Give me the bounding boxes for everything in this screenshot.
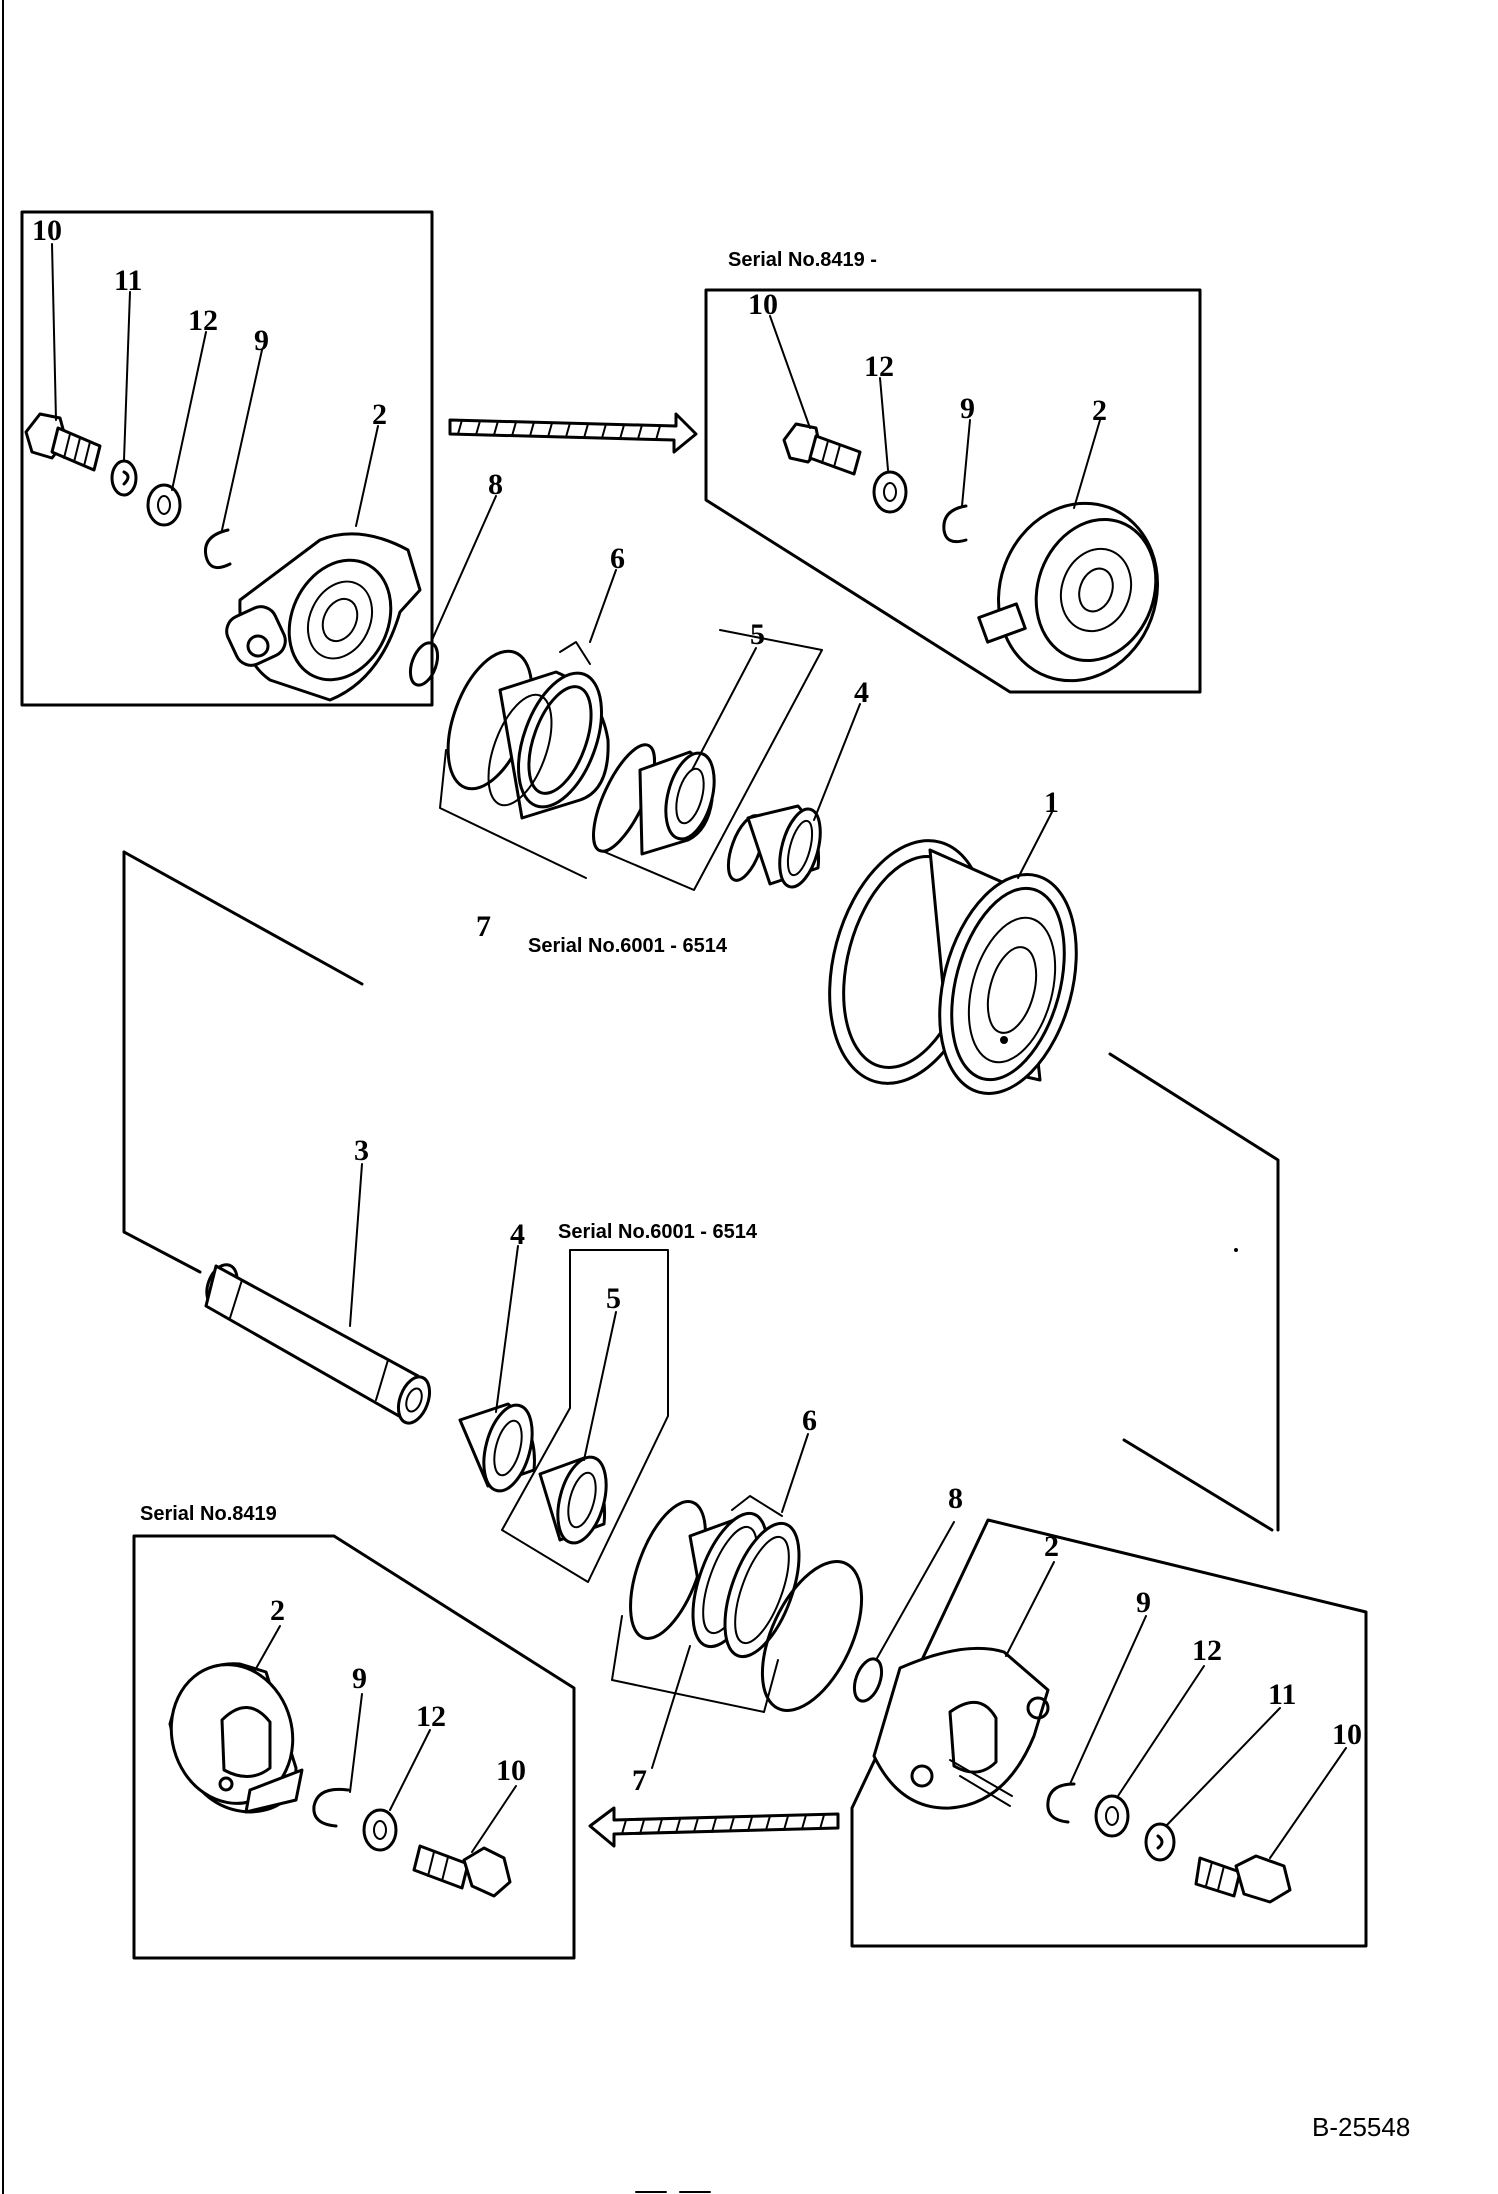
callout-tr-10: 10 [748,288,778,321]
top-left-inset-box [20,210,434,707]
guide-line [1122,1438,1274,1532]
flanged-bushing-icon [726,804,822,889]
snap-ring-icon [312,1787,350,1828]
callout-bl-2: 2 [270,1594,285,1627]
leader-lines [51,243,1347,1859]
guide-line [122,850,202,1274]
snap-ring-icon [203,528,232,570]
hatched-arrow-right-icon [448,412,698,454]
callout-bracket [731,1495,783,1517]
callout-br-9: 9 [1136,1586,1151,1619]
serial-label-middle: Serial No.6001 - 6514 [528,935,728,957]
figure-code: B-25548 [1312,2112,1410,2142]
washer-icon [362,1808,398,1852]
callout-lower-7: 7 [632,1764,647,1797]
callout-tr-2: 2 [1092,394,1107,427]
callout-tl-2: 2 [372,398,387,431]
callout-upper-5: 5 [750,618,765,651]
washer-icon [1094,1794,1130,1838]
callout-br-2: 2 [1044,1530,1059,1563]
callout-bl-10: 10 [496,1754,526,1787]
bottom-left-inset-box [132,1534,576,1960]
hatched-arrow-left-icon [588,1806,840,1848]
serial-label-bottom-left: Serial No.8419 [140,1503,277,1525]
bolt-icon [24,412,102,472]
collar-icon [977,501,1159,683]
callout-lower-5: 5 [606,1282,621,1315]
bolt-icon [1194,1854,1292,1904]
guide-line [1108,1052,1280,1532]
callout-tl-11: 11 [114,264,142,297]
callout-tl-9: 9 [254,324,269,357]
bolt-icon [782,422,862,476]
callout-br-11: 11 [1268,1678,1296,1711]
callout-br-12: 12 [1192,1634,1222,1667]
snap-ring-icon [942,504,968,544]
callout-upper-4: 4 [854,676,869,709]
washer-icon [872,470,908,514]
speck [1234,1248,1238,1252]
callout-lower-3: 3 [354,1134,369,1167]
callout-bl-9: 9 [352,1662,367,1695]
flanged-bushing-icon [458,1402,536,1493]
callout-lower-6: 6 [802,1404,817,1437]
track-roller-icon [828,839,1078,1095]
guide-line [122,850,364,986]
bushing-icon [538,1455,608,1545]
floating-seal-icon [446,649,610,820]
serial-bracket-box [501,1249,669,1583]
callout-lower-8: 8 [948,1482,963,1515]
bolt-icon [412,1844,512,1898]
spring-washer-icon [1144,1822,1176,1862]
callout-bracket [611,1615,779,1713]
callout-tl-10: 10 [32,214,62,247]
serial-label-top-right: Serial No.8419 - [728,249,877,271]
serial-label-lower-middle: Serial No.6001 - 6514 [558,1221,758,1243]
bushing-icon [638,750,716,856]
floating-seal-icon [629,1500,864,1712]
collar-icon [168,1662,304,1814]
bottom-right-inset-box [850,1518,1368,1948]
collar-icon [225,532,422,702]
callout-upper-7: 7 [476,910,491,943]
callout-upper-1: 1 [1044,786,1059,819]
callout-tr-9: 9 [960,392,975,425]
washer-icon [146,483,182,527]
snap-ring-icon [1046,1782,1076,1824]
shaft-icon [204,1263,432,1425]
callout-br-10: 10 [1332,1718,1362,1751]
callout-upper-6: 6 [610,542,625,575]
serial-bracket-box [599,629,823,891]
callout-upper-8: 8 [488,468,503,501]
o-ring-icon [408,641,440,687]
callout-tl-12: 12 [188,304,218,337]
callout-numbers: 10 11 12 9 2 10 12 9 2 8 6 5 4 7 1 3 4 5… [32,214,1362,1797]
callout-bracket [559,641,591,665]
o-ring-icon [852,1657,884,1703]
callout-lower-4: 4 [510,1218,525,1251]
top-right-inset-box [704,288,1202,694]
callout-bl-12: 12 [416,1700,446,1733]
callout-bracket [439,749,587,879]
spring-washer-icon [110,459,138,497]
callout-tr-12: 12 [864,350,894,383]
collar-icon [872,1646,1050,1810]
